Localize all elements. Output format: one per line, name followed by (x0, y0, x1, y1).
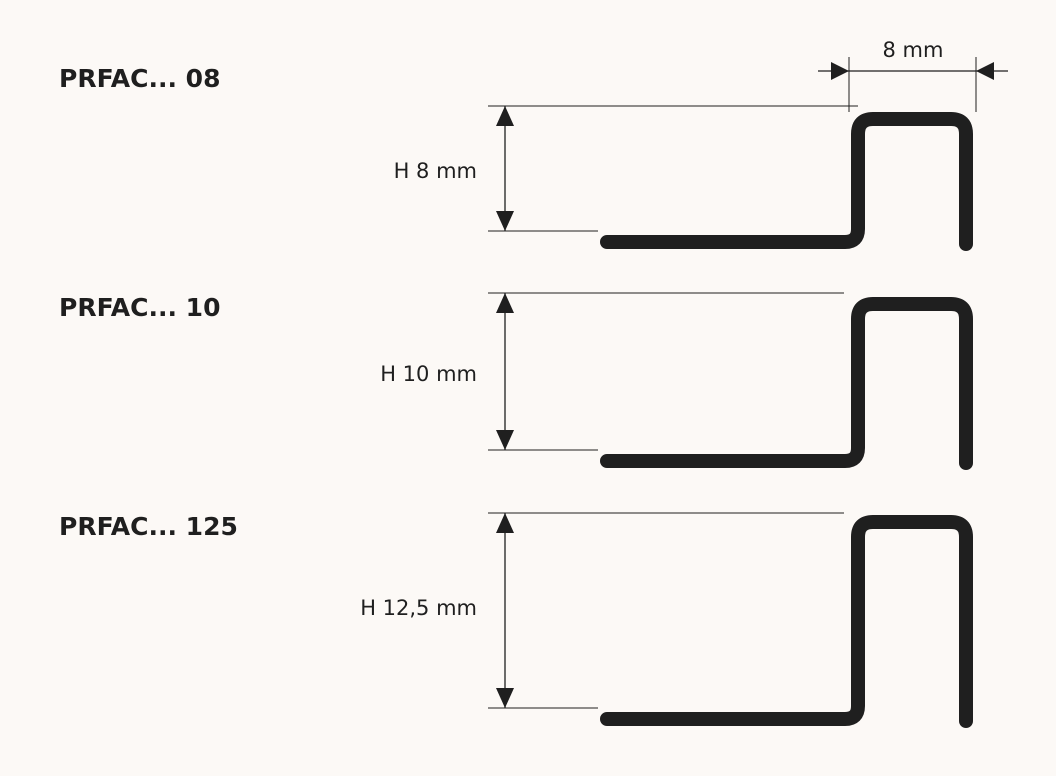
profile-shape (600, 297, 973, 470)
profile-code-label: PRFAC... 08 (59, 64, 220, 93)
profile-code-label: PRFAC... 10 (59, 293, 220, 322)
height-arrow-down (496, 430, 514, 450)
height-dimension-label: H 8 mm (394, 159, 477, 183)
height-dimension-label: H 12,5 mm (360, 596, 477, 620)
profile-section-10: PRFAC... 10 H 10 mm (59, 292, 973, 470)
profile-code-label: PRFAC... 125 (59, 512, 238, 541)
profile-section-125: PRFAC... 125 H 12,5 mm (59, 512, 973, 728)
height-arrow-up (496, 106, 514, 126)
width-dimension-label: 8 mm (883, 38, 944, 62)
profile-shape (600, 515, 973, 728)
width-dimension: 8 mm (818, 38, 1008, 112)
height-arrow-up (496, 513, 514, 533)
profile-shape (600, 112, 973, 251)
width-arrow-left (831, 62, 849, 80)
profile-section-08: PRFAC... 08 H 8 mm (59, 64, 973, 251)
width-arrow-right (976, 62, 994, 80)
height-arrow-down (496, 688, 514, 708)
height-dimension-label: H 10 mm (380, 362, 477, 386)
height-arrow-up (496, 293, 514, 313)
height-arrow-down (496, 211, 514, 231)
